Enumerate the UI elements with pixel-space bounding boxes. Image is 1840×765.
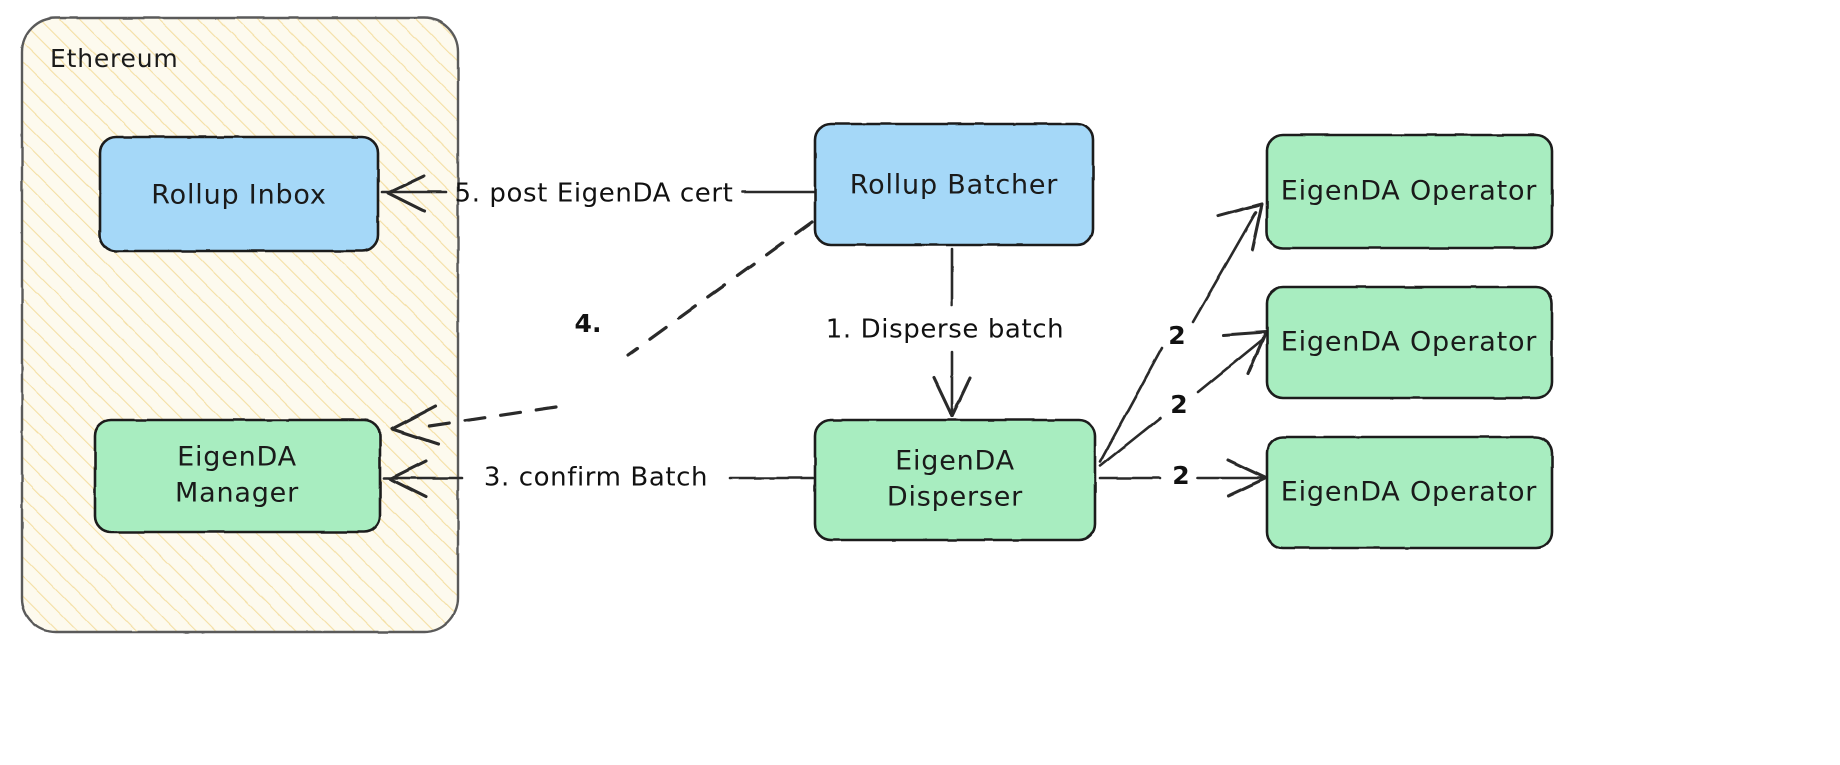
edge-op1-line-upper	[1191, 210, 1258, 324]
edge-disperse-arrowhead	[932, 376, 972, 418]
node-rollup-batcher-box[interactable]	[813, 122, 1095, 247]
group-ethereum	[20, 16, 460, 634]
node-eigenda-disperser[interactable]: EigenDA Disperser	[813, 418, 1097, 542]
edge-step-4-label: 4.	[575, 309, 602, 338]
edge-operator-3-label: 2	[1172, 461, 1189, 490]
node-eigenda-operator-1[interactable]: EigenDA Operator	[1265, 133, 1554, 250]
node-eigenda-disperser-label-line2: Disperser	[887, 482, 1023, 513]
edge-post-cert-arrowhead	[386, 174, 426, 213]
node-eigenda-operator-2[interactable]: EigenDA Operator	[1265, 285, 1554, 400]
node-eigenda-operator-1-label: EigenDA Operator	[1281, 176, 1538, 207]
node-eigenda-disperser-box[interactable]	[813, 418, 1097, 542]
edge-post-cert-label: 5. post EigenDA cert	[455, 179, 734, 209]
edge-operator-1-label: 2	[1168, 321, 1185, 350]
node-eigenda-operator-2-label: EigenDA Operator	[1281, 327, 1538, 358]
edge-disperse-batch-label: 1. Disperse batch	[826, 315, 1064, 345]
edge-step-4-line-lower	[414, 405, 558, 430]
node-rollup-inbox-box[interactable]	[98, 135, 380, 253]
edge-confirm-arrowhead	[388, 459, 428, 499]
edge-step-4-line-upper	[626, 220, 814, 357]
node-rollup-batcher-label: Rollup Batcher	[850, 170, 1059, 201]
edge-op2-line-upper	[1196, 338, 1264, 394]
edge-operator-1	[1098, 202, 1264, 464]
node-eigenda-operator-3-box[interactable]	[1265, 435, 1554, 550]
node-eigenda-manager[interactable]: EigenDA Manager	[93, 418, 382, 534]
node-rollup-inbox-label: Rollup Inbox	[151, 180, 326, 211]
node-eigenda-manager-label-line2: Manager	[175, 478, 299, 509]
edge-op2-line-lower	[1098, 416, 1162, 468]
node-eigenda-manager-box[interactable]	[93, 418, 382, 534]
node-eigenda-operator-2-box[interactable]	[1265, 285, 1554, 400]
node-eigenda-operator-3[interactable]: EigenDA Operator	[1265, 435, 1554, 550]
group-ethereum-label: Ethereum	[50, 44, 179, 73]
edge-op1-line-lower	[1098, 346, 1164, 464]
node-eigenda-disperser-label-line1: EigenDA	[895, 446, 1015, 477]
edge-post-eigenda-cert	[380, 174, 817, 213]
edge-disperse-batch	[932, 247, 972, 418]
node-rollup-inbox[interactable]: Rollup Inbox	[98, 135, 380, 253]
edge-op1-arrowhead	[1216, 202, 1264, 252]
edge-step-4-arrowhead	[390, 404, 440, 446]
group-ethereum-box	[20, 16, 460, 634]
node-eigenda-operator-1-box[interactable]	[1265, 133, 1554, 250]
node-eigenda-operator-3-label: EigenDA Operator	[1281, 477, 1538, 508]
edge-operator-2-label: 2	[1170, 390, 1187, 419]
edge-step-4	[390, 220, 814, 446]
node-eigenda-manager-label-line1: EigenDA	[177, 442, 297, 473]
node-rollup-batcher[interactable]: Rollup Batcher	[813, 122, 1095, 247]
edge-confirm-batch-label: 3. confirm Batch	[484, 463, 708, 493]
edge-confirm-batch	[382, 459, 815, 499]
